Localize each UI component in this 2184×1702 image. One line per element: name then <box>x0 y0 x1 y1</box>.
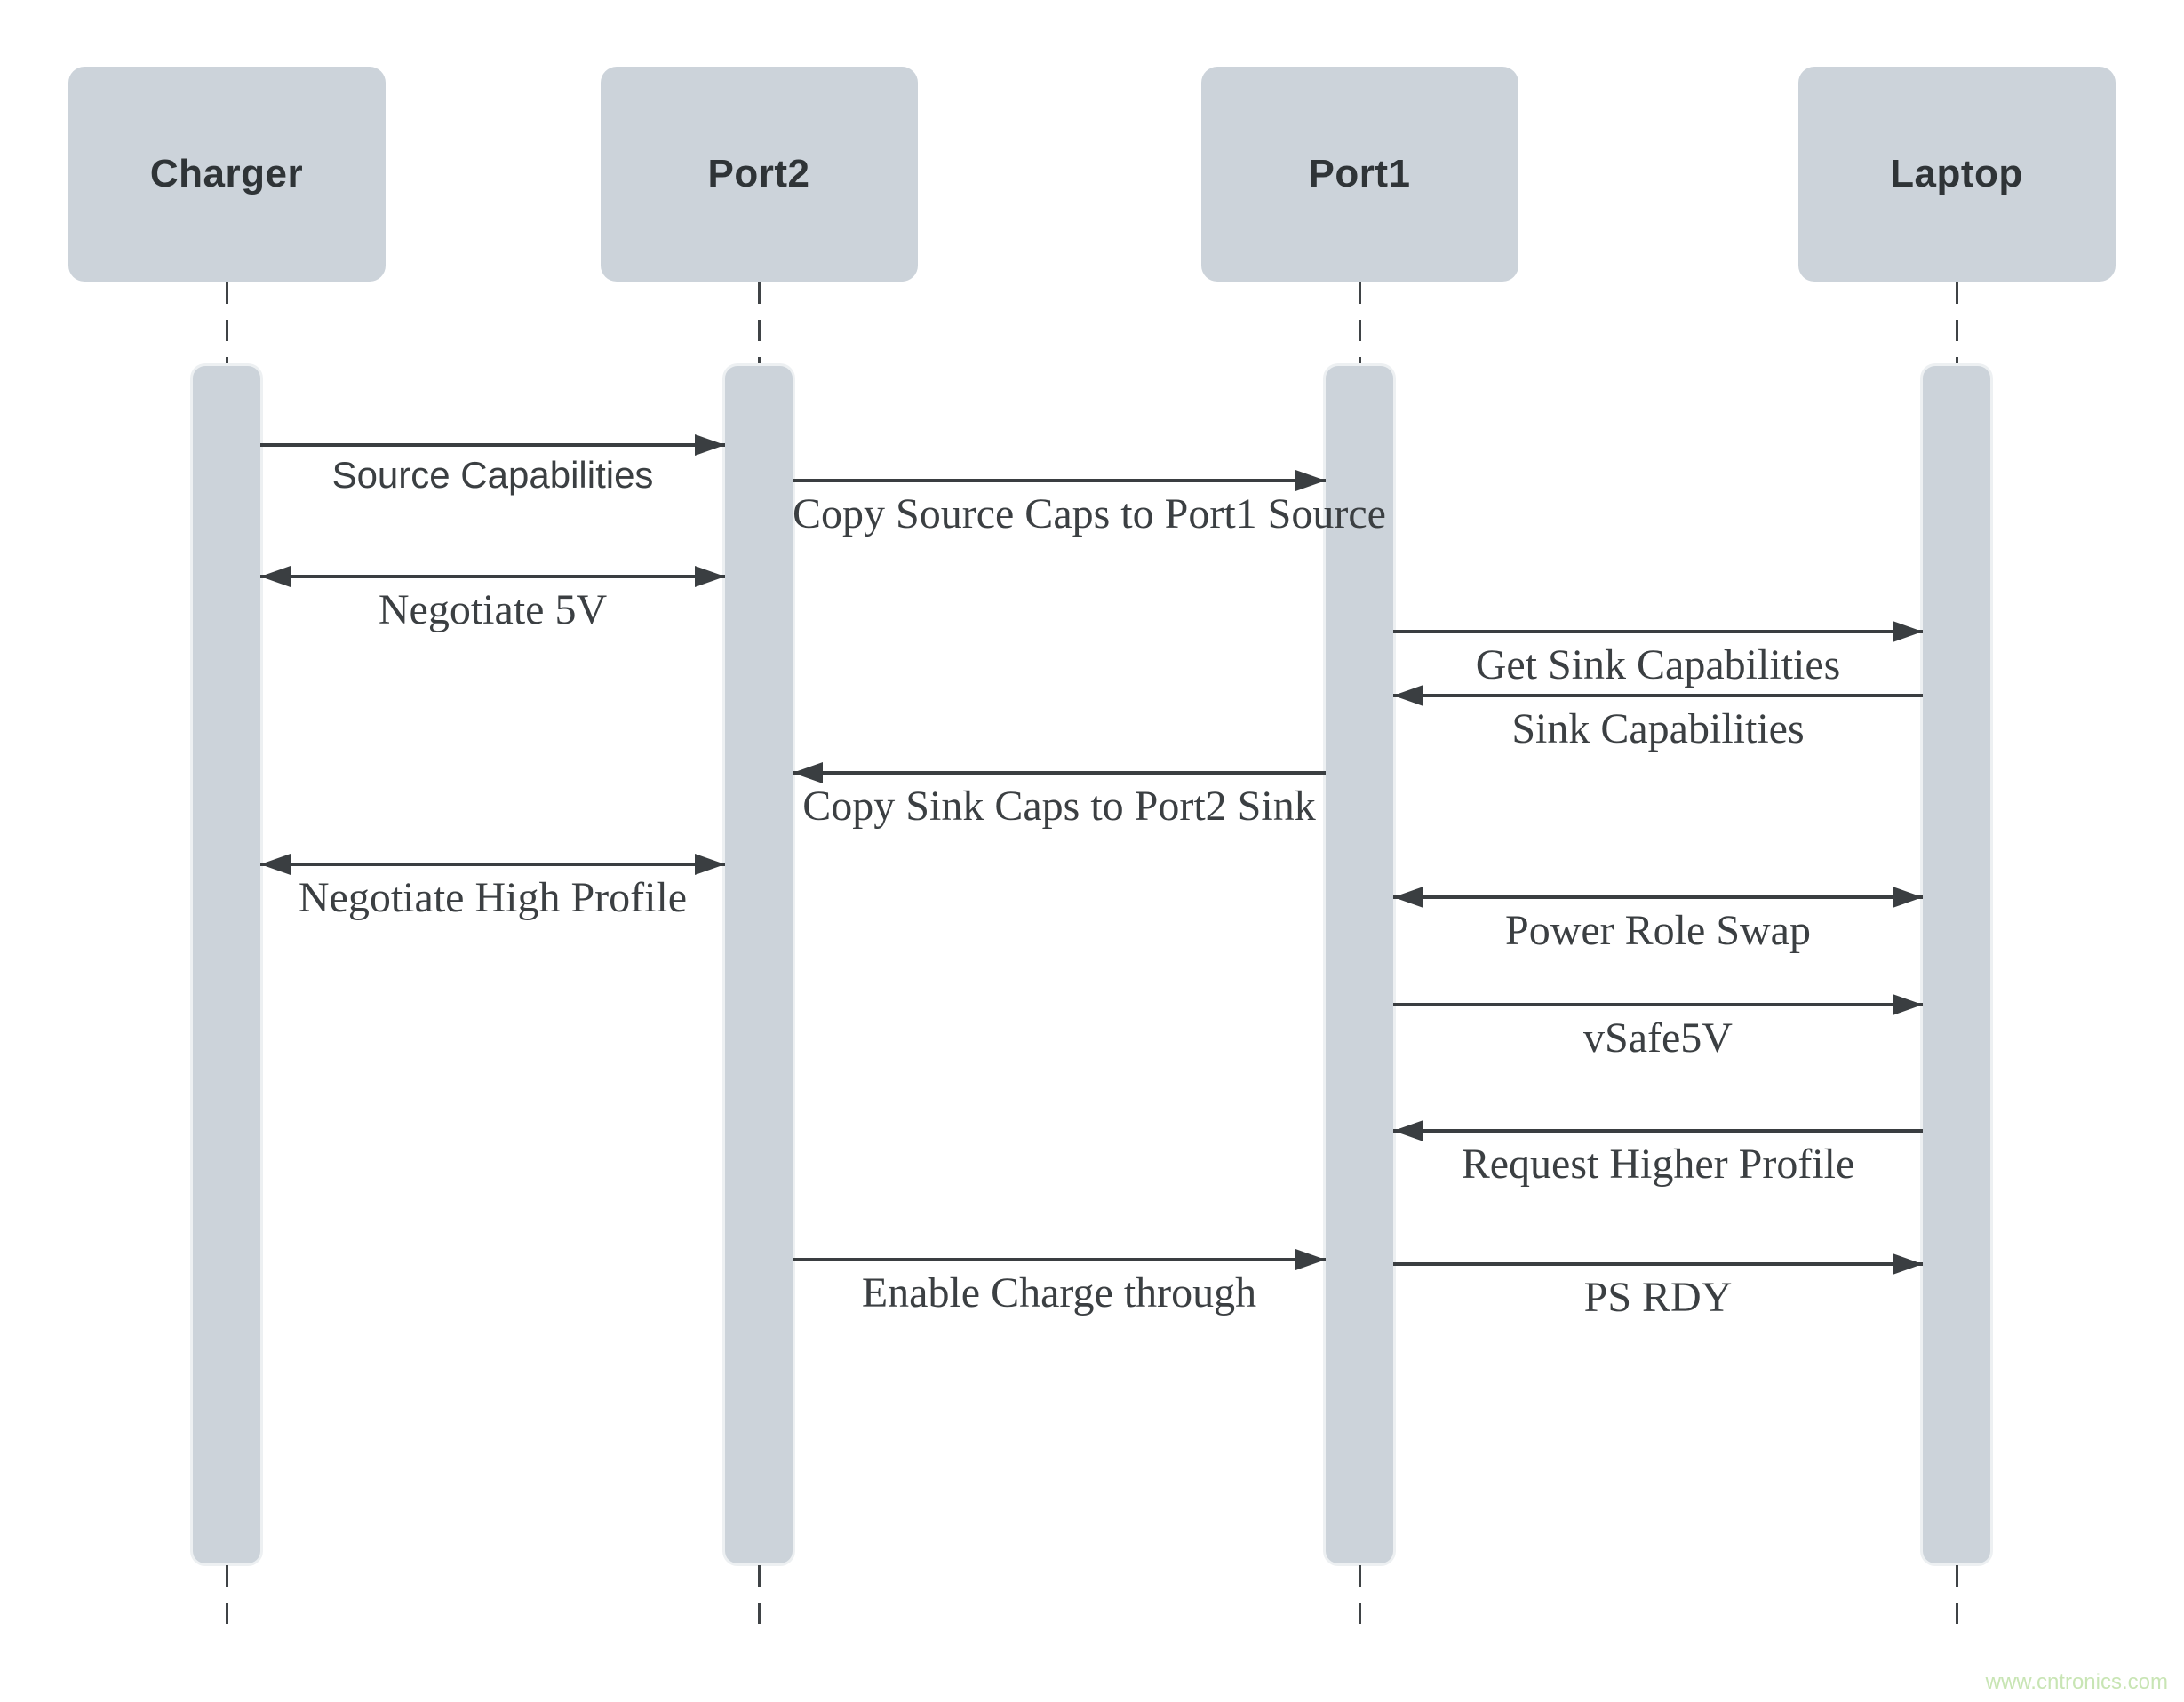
message-label: PS RDY <box>1583 1274 1733 1321</box>
lifeline-port1-top <box>1358 282 1361 364</box>
message-label: Source Capabilities <box>331 454 654 496</box>
lifeline-port2-top <box>757 282 761 364</box>
lifeline-laptop-bottom <box>1955 1565 1958 1640</box>
actor-label: Port1 <box>1308 152 1411 195</box>
message-line <box>1393 1129 1923 1133</box>
activation-bar-port2 <box>725 366 793 1563</box>
arrowhead-left-icon <box>260 854 291 875</box>
message-line <box>260 863 725 866</box>
message-label: vSafe5V <box>1583 1014 1733 1062</box>
arrowhead-right-icon <box>1295 1249 1326 1270</box>
arrowhead-left-icon <box>1393 887 1423 908</box>
arrowhead-right-icon <box>1893 994 1923 1015</box>
message-line <box>1393 1262 1923 1266</box>
message-label: Negotiate High Profile <box>298 874 688 921</box>
message-line <box>793 1258 1326 1261</box>
activation-bar-charger <box>193 366 260 1563</box>
message-label: Power Role Swap <box>1505 907 1811 954</box>
arrowhead-left-icon <box>1393 1120 1423 1141</box>
message-label: Copy Source Caps to Port1 Source <box>793 490 1386 537</box>
actor-label: Port2 <box>707 152 810 195</box>
message-line <box>1393 694 1923 697</box>
message-line <box>793 771 1326 775</box>
message-label: Copy Sink Caps to Port2 Sink <box>802 783 1316 830</box>
arrowhead-left-icon <box>793 762 823 783</box>
message-label: Negotiate 5V <box>378 586 608 633</box>
message-label: Request Higher Profile <box>1461 1141 1855 1188</box>
arrowhead-right-icon <box>1893 1253 1923 1275</box>
lifeline-port1-bottom <box>1358 1565 1361 1640</box>
actor-box-port2: Port2 <box>600 67 918 282</box>
actor-label: Laptop <box>1890 152 2023 195</box>
message-line <box>1393 630 1923 633</box>
watermark: www.cntronics.com <box>1985 1670 2168 1694</box>
arrowhead-right-icon <box>1295 470 1326 491</box>
arrowhead-right-icon <box>695 854 725 875</box>
message-label: Sink Capabilities <box>1511 705 1805 752</box>
lifeline-charger-top <box>225 282 228 364</box>
arrowhead-left-icon <box>260 566 291 587</box>
arrowhead-right-icon <box>695 566 725 587</box>
arrowhead-right-icon <box>1893 887 1923 908</box>
actor-box-laptop: Laptop <box>1797 67 2116 282</box>
message-line <box>1393 1003 1923 1006</box>
message-line <box>793 479 1326 482</box>
arrowhead-right-icon <box>695 434 725 456</box>
actor-label: Charger <box>149 152 304 195</box>
activation-bar-laptop <box>1923 366 1990 1563</box>
lifeline-charger-bottom <box>225 1565 228 1640</box>
activation-bar-port1 <box>1326 366 1393 1563</box>
message-line <box>260 443 725 447</box>
arrowhead-left-icon <box>1393 685 1423 706</box>
actor-box-port1: Port1 <box>1200 67 1518 282</box>
message-label: Get Sink Capabilities <box>1475 641 1841 688</box>
lifeline-laptop-top <box>1955 282 1958 364</box>
arrowhead-right-icon <box>1893 621 1923 642</box>
message-label: Enable Charge through <box>861 1269 1257 1316</box>
message-line <box>1393 895 1923 899</box>
lifeline-port2-bottom <box>757 1565 761 1640</box>
message-line <box>260 575 725 578</box>
actor-box-charger: Charger <box>68 67 386 282</box>
